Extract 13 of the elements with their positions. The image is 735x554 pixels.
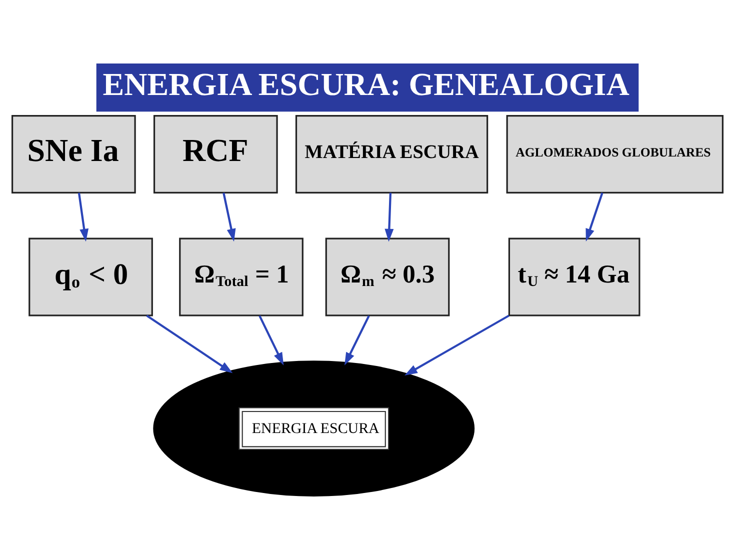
- arrow: [222, 192, 236, 242]
- arrow: [258, 314, 284, 365]
- node-box: MATÉRIA ESCURA: [295, 114, 488, 193]
- arrow: [586, 192, 604, 242]
- node-box: RCF: [153, 114, 278, 193]
- diagram-title: ENERGIA ESCURA: GENEALOGIA: [102, 66, 630, 102]
- arrow: [384, 192, 394, 242]
- arrow: [344, 314, 370, 365]
- node-box: SNe Ia: [12, 114, 136, 193]
- arrow: [78, 192, 89, 242]
- arrow: [404, 314, 510, 375]
- arrow: [146, 314, 233, 373]
- node-box: AGLOMERADOS GLOBULARES: [506, 114, 724, 193]
